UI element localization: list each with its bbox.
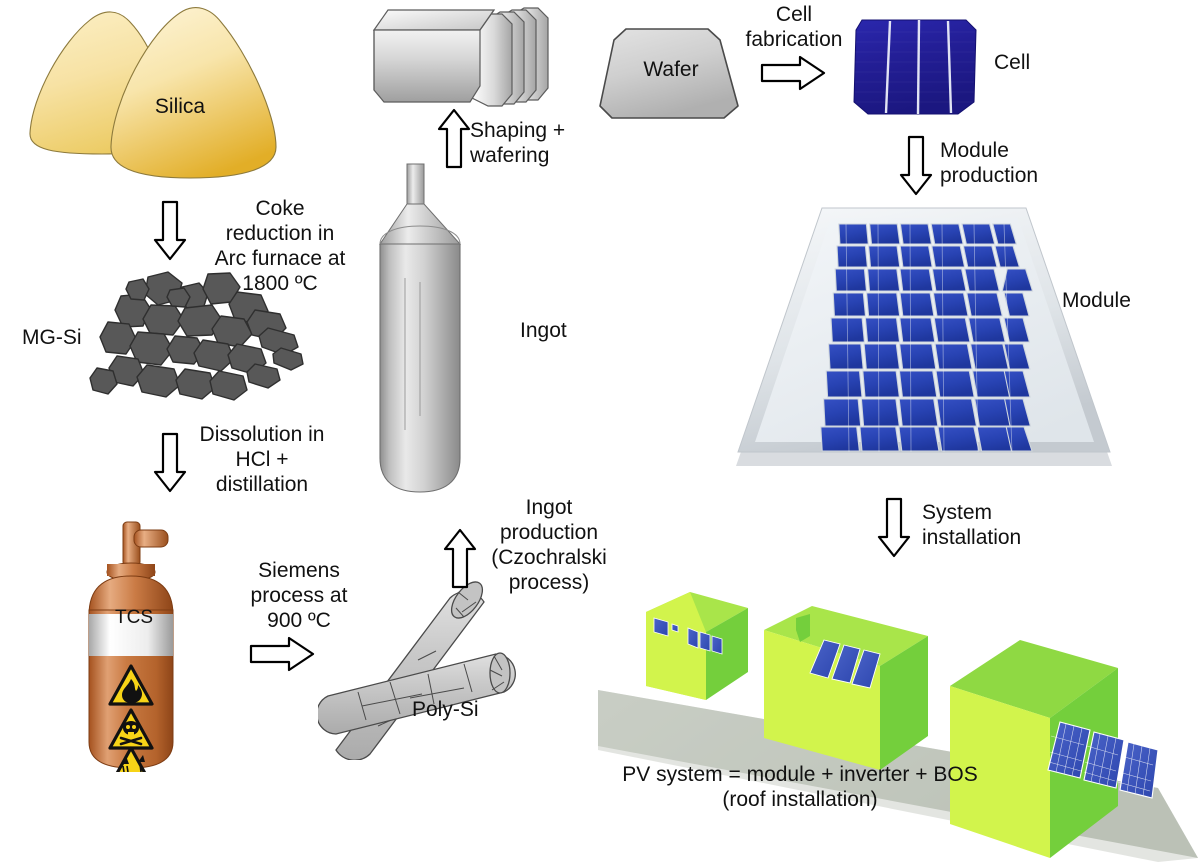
step-label-system-installation: System installation xyxy=(922,501,1022,549)
house-right-roof xyxy=(950,640,1118,718)
polysi-rod-front xyxy=(318,652,516,735)
arrow-coke-reduction xyxy=(152,200,188,262)
house-right-side xyxy=(1050,668,1118,858)
silica-figure xyxy=(18,0,308,190)
ingot-top-rim xyxy=(379,225,461,245)
cell-body xyxy=(853,19,977,115)
cylinder-label-band xyxy=(89,614,173,656)
ingot-cone xyxy=(379,203,462,245)
arrow-module-production xyxy=(898,135,934,197)
step-label-coke: Coke reduction in Arc furnace at 1800 ºC xyxy=(214,197,346,295)
silica-label: Silica xyxy=(154,95,206,118)
house-middle-chimney xyxy=(796,614,810,642)
ingot-label: Ingot xyxy=(520,319,567,342)
ingot-figure xyxy=(372,162,522,502)
step-label-shaping: Shaping + wafering xyxy=(470,119,566,167)
cell-label: Cell xyxy=(994,51,1031,74)
module-label: Module xyxy=(1062,289,1131,312)
house-middle-side xyxy=(880,636,928,770)
tcs-cylinder-figure xyxy=(82,520,232,772)
polysi-label: Poly-Si xyxy=(412,698,479,721)
house-left-panels xyxy=(653,617,723,655)
polysi-figure xyxy=(318,580,533,760)
step-label-module-production: Module production xyxy=(940,139,1039,187)
arrow-ingot-production xyxy=(442,528,478,590)
pv-module-figure xyxy=(726,190,1116,490)
rooftop-houses-figure xyxy=(598,540,1198,862)
wafer-slices xyxy=(471,7,549,107)
hazard-flammable-icon xyxy=(108,664,154,706)
wafer-figure xyxy=(596,24,744,124)
sliced-brick-figure xyxy=(358,2,578,114)
solar-cell-figure xyxy=(846,14,982,122)
mgsi-figure xyxy=(85,270,335,415)
step-label-siemens: Siemens process at 900 ºC xyxy=(250,559,348,632)
arrow-dissolution xyxy=(152,432,188,494)
hazard-corrosive-icon xyxy=(115,746,147,772)
cylinder-shoulder xyxy=(88,575,174,616)
pv-system-caption-line2: (roof installation) xyxy=(722,788,878,811)
step-label-dissolution: Dissolution in HCl + distillation xyxy=(199,423,325,496)
silica-mound-front xyxy=(110,7,277,179)
house-middle xyxy=(764,606,928,770)
arrow-siemens xyxy=(249,635,317,673)
house-right xyxy=(950,640,1159,858)
house-right-body xyxy=(950,686,1050,858)
valve-outlet xyxy=(133,529,169,548)
wafer-shape xyxy=(599,28,739,119)
step-label-ingot-production: Ingot production (Czochralski process) xyxy=(491,496,607,594)
brick-top-face xyxy=(372,9,496,31)
pv-system-caption-line1: PV system = module + inverter + BOS xyxy=(622,763,978,786)
arrow-cell-fabrication xyxy=(760,54,828,92)
arrow-shaping-wafering xyxy=(436,108,472,170)
house-left xyxy=(646,592,748,700)
step-label-cell-fabrication: Cell fabrication xyxy=(745,3,843,51)
module-cell-grid xyxy=(820,223,1034,452)
cell-busbars xyxy=(884,19,953,115)
wafer-label: Wafer xyxy=(643,58,699,81)
arrow-system-installation xyxy=(876,497,912,559)
mgsi-label: MG-Si xyxy=(22,326,82,349)
house-middle-panels xyxy=(809,639,881,689)
tcs-label: TCS xyxy=(115,607,153,628)
ingot-seed-neck xyxy=(406,163,425,207)
brick-front-face xyxy=(373,29,481,103)
house-left-side xyxy=(706,608,748,700)
